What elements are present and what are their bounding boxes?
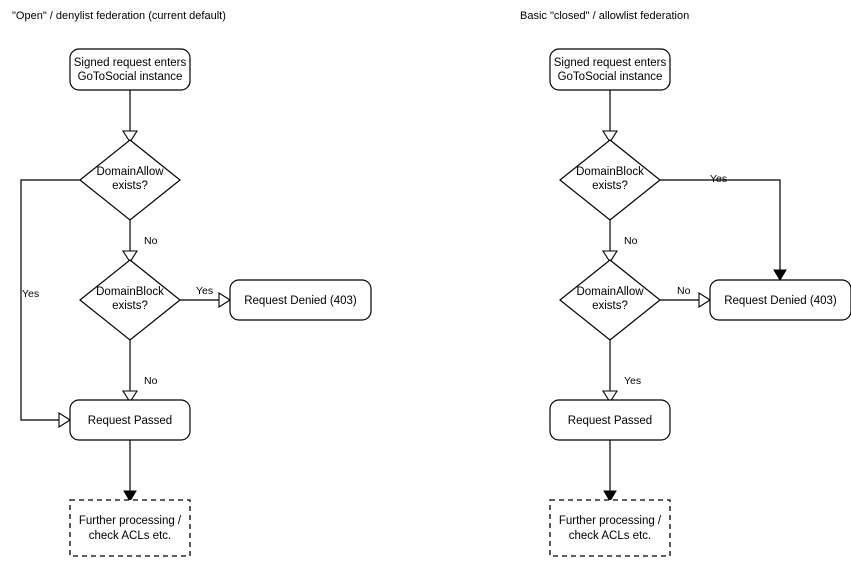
node-entry-right: Signed request enters GoToSocial instanc… bbox=[549, 48, 671, 91]
edge-entry-to-decision1-left bbox=[121, 90, 139, 144]
further-box-shape bbox=[549, 499, 671, 557]
decision2-label-line2: exists? bbox=[112, 300, 148, 312]
further-box-label-line1: Further processing / bbox=[559, 515, 662, 527]
entry-box-shape bbox=[549, 48, 671, 91]
node-request-denied-right: Request Denied (403) bbox=[709, 279, 851, 321]
panel-open-denylist: "Open" / denylist federation (current de… bbox=[12, 10, 372, 557]
edge-label-yes: Yes bbox=[196, 285, 213, 297]
node-entry-left: Signed request enters GoToSocial instanc… bbox=[69, 48, 191, 91]
arrowhead-open-icon bbox=[601, 390, 619, 404]
denied-box-label: Request Denied (403) bbox=[244, 295, 357, 307]
panel-closed-allowlist: Basic "closed" / allowlist federation Si… bbox=[520, 10, 851, 557]
decision1-label-line2: exists? bbox=[592, 180, 628, 192]
edge-path bbox=[20, 179, 80, 421]
entry-box-label-line1: Signed request enters bbox=[74, 57, 187, 69]
node-decision-domainblock-right: DomainBlock exists? bbox=[559, 139, 661, 221]
edge-passed-to-further-left bbox=[123, 440, 137, 502]
node-request-passed-right: Request Passed bbox=[549, 399, 671, 441]
edge-label-yes: Yes bbox=[624, 375, 641, 387]
edge-label-no: No bbox=[677, 285, 691, 297]
edge-label-no: No bbox=[144, 375, 158, 387]
edge-label-yes: Yes bbox=[22, 288, 39, 300]
entry-box-shape bbox=[69, 48, 191, 91]
decision1-label-line1: DomainBlock bbox=[576, 166, 644, 178]
decision1-label-line1: DomainAllow bbox=[96, 166, 164, 178]
further-box-shape bbox=[69, 499, 191, 557]
edge-decision2-yes-to-denied-left: Yes bbox=[180, 285, 232, 309]
arrowhead-open-icon bbox=[698, 291, 712, 309]
entry-box-label-line2: GoToSocial instance bbox=[558, 71, 663, 83]
edge-decision2-no-to-passed-left: No bbox=[121, 340, 158, 404]
arrowhead-open-icon bbox=[601, 130, 619, 144]
edge-passed-to-further-right bbox=[603, 440, 617, 502]
edge-label-no: No bbox=[624, 235, 638, 247]
further-box-label-line2: check ACLs etc. bbox=[569, 530, 651, 542]
node-further-processing-right: Further processing / check ACLs etc. bbox=[549, 499, 671, 557]
node-further-processing-left: Further processing / check ACLs etc. bbox=[69, 499, 191, 557]
arrowhead-open-icon bbox=[121, 390, 139, 404]
edge-label-no: No bbox=[144, 235, 158, 247]
edge-decision1-no-to-decision2-left: No bbox=[121, 220, 158, 264]
further-box-label-line2: check ACLs etc. bbox=[89, 530, 171, 542]
arrowhead-filled-icon bbox=[123, 490, 137, 502]
entry-box-label-line1: Signed request enters bbox=[554, 57, 667, 69]
edge-decision1-no-to-decision2-right: No bbox=[601, 220, 638, 264]
arrowhead-open-icon bbox=[58, 411, 72, 429]
arrowhead-filled-icon bbox=[773, 269, 787, 281]
arrowhead-open-icon bbox=[121, 250, 139, 264]
further-box-label-line1: Further processing / bbox=[79, 515, 182, 527]
decision2-label-line1: DomainBlock bbox=[96, 286, 164, 298]
edge-decision1-yes-to-passed-left: Yes bbox=[20, 179, 80, 429]
decision1-label-line2: exists? bbox=[112, 180, 148, 192]
arrowhead-filled-icon bbox=[603, 490, 617, 502]
denied-box-label: Request Denied (403) bbox=[724, 295, 837, 307]
node-decision-domainallow-left: DomainAllow exists? bbox=[79, 139, 181, 221]
arrowhead-open-icon bbox=[218, 291, 232, 309]
edge-entry-to-decision1-right bbox=[601, 90, 619, 144]
edge-path bbox=[660, 179, 781, 272]
node-request-passed-left: Request Passed bbox=[69, 399, 191, 441]
edge-label-yes: Yes bbox=[710, 173, 727, 185]
entry-box-label-line2: GoToSocial instance bbox=[78, 71, 183, 83]
panel-title-closed-allowlist: Basic "closed" / allowlist federation bbox=[520, 10, 689, 22]
panel-title-open-denylist: "Open" / denylist federation (current de… bbox=[12, 10, 226, 22]
denied-box-shape bbox=[709, 279, 851, 321]
node-decision-domainallow-right: DomainAllow exists? bbox=[559, 259, 661, 341]
node-request-denied-left: Request Denied (403) bbox=[229, 279, 372, 321]
passed-box-label: Request Passed bbox=[568, 415, 652, 427]
arrowhead-open-icon bbox=[601, 250, 619, 264]
decision2-label-line1: DomainAllow bbox=[576, 286, 644, 298]
decision2-label-line2: exists? bbox=[592, 300, 628, 312]
denied-box-shape bbox=[229, 279, 372, 321]
arrowhead-open-icon bbox=[121, 130, 139, 144]
edge-decision1-yes-to-denied-right: Yes bbox=[660, 173, 787, 281]
edge-decision2-no-to-denied-right: No bbox=[660, 285, 712, 309]
edge-decision2-yes-to-passed-right: Yes bbox=[601, 340, 641, 404]
passed-box-label: Request Passed bbox=[88, 415, 172, 427]
node-decision-domainblock-left: DomainBlock exists? bbox=[79, 259, 181, 341]
